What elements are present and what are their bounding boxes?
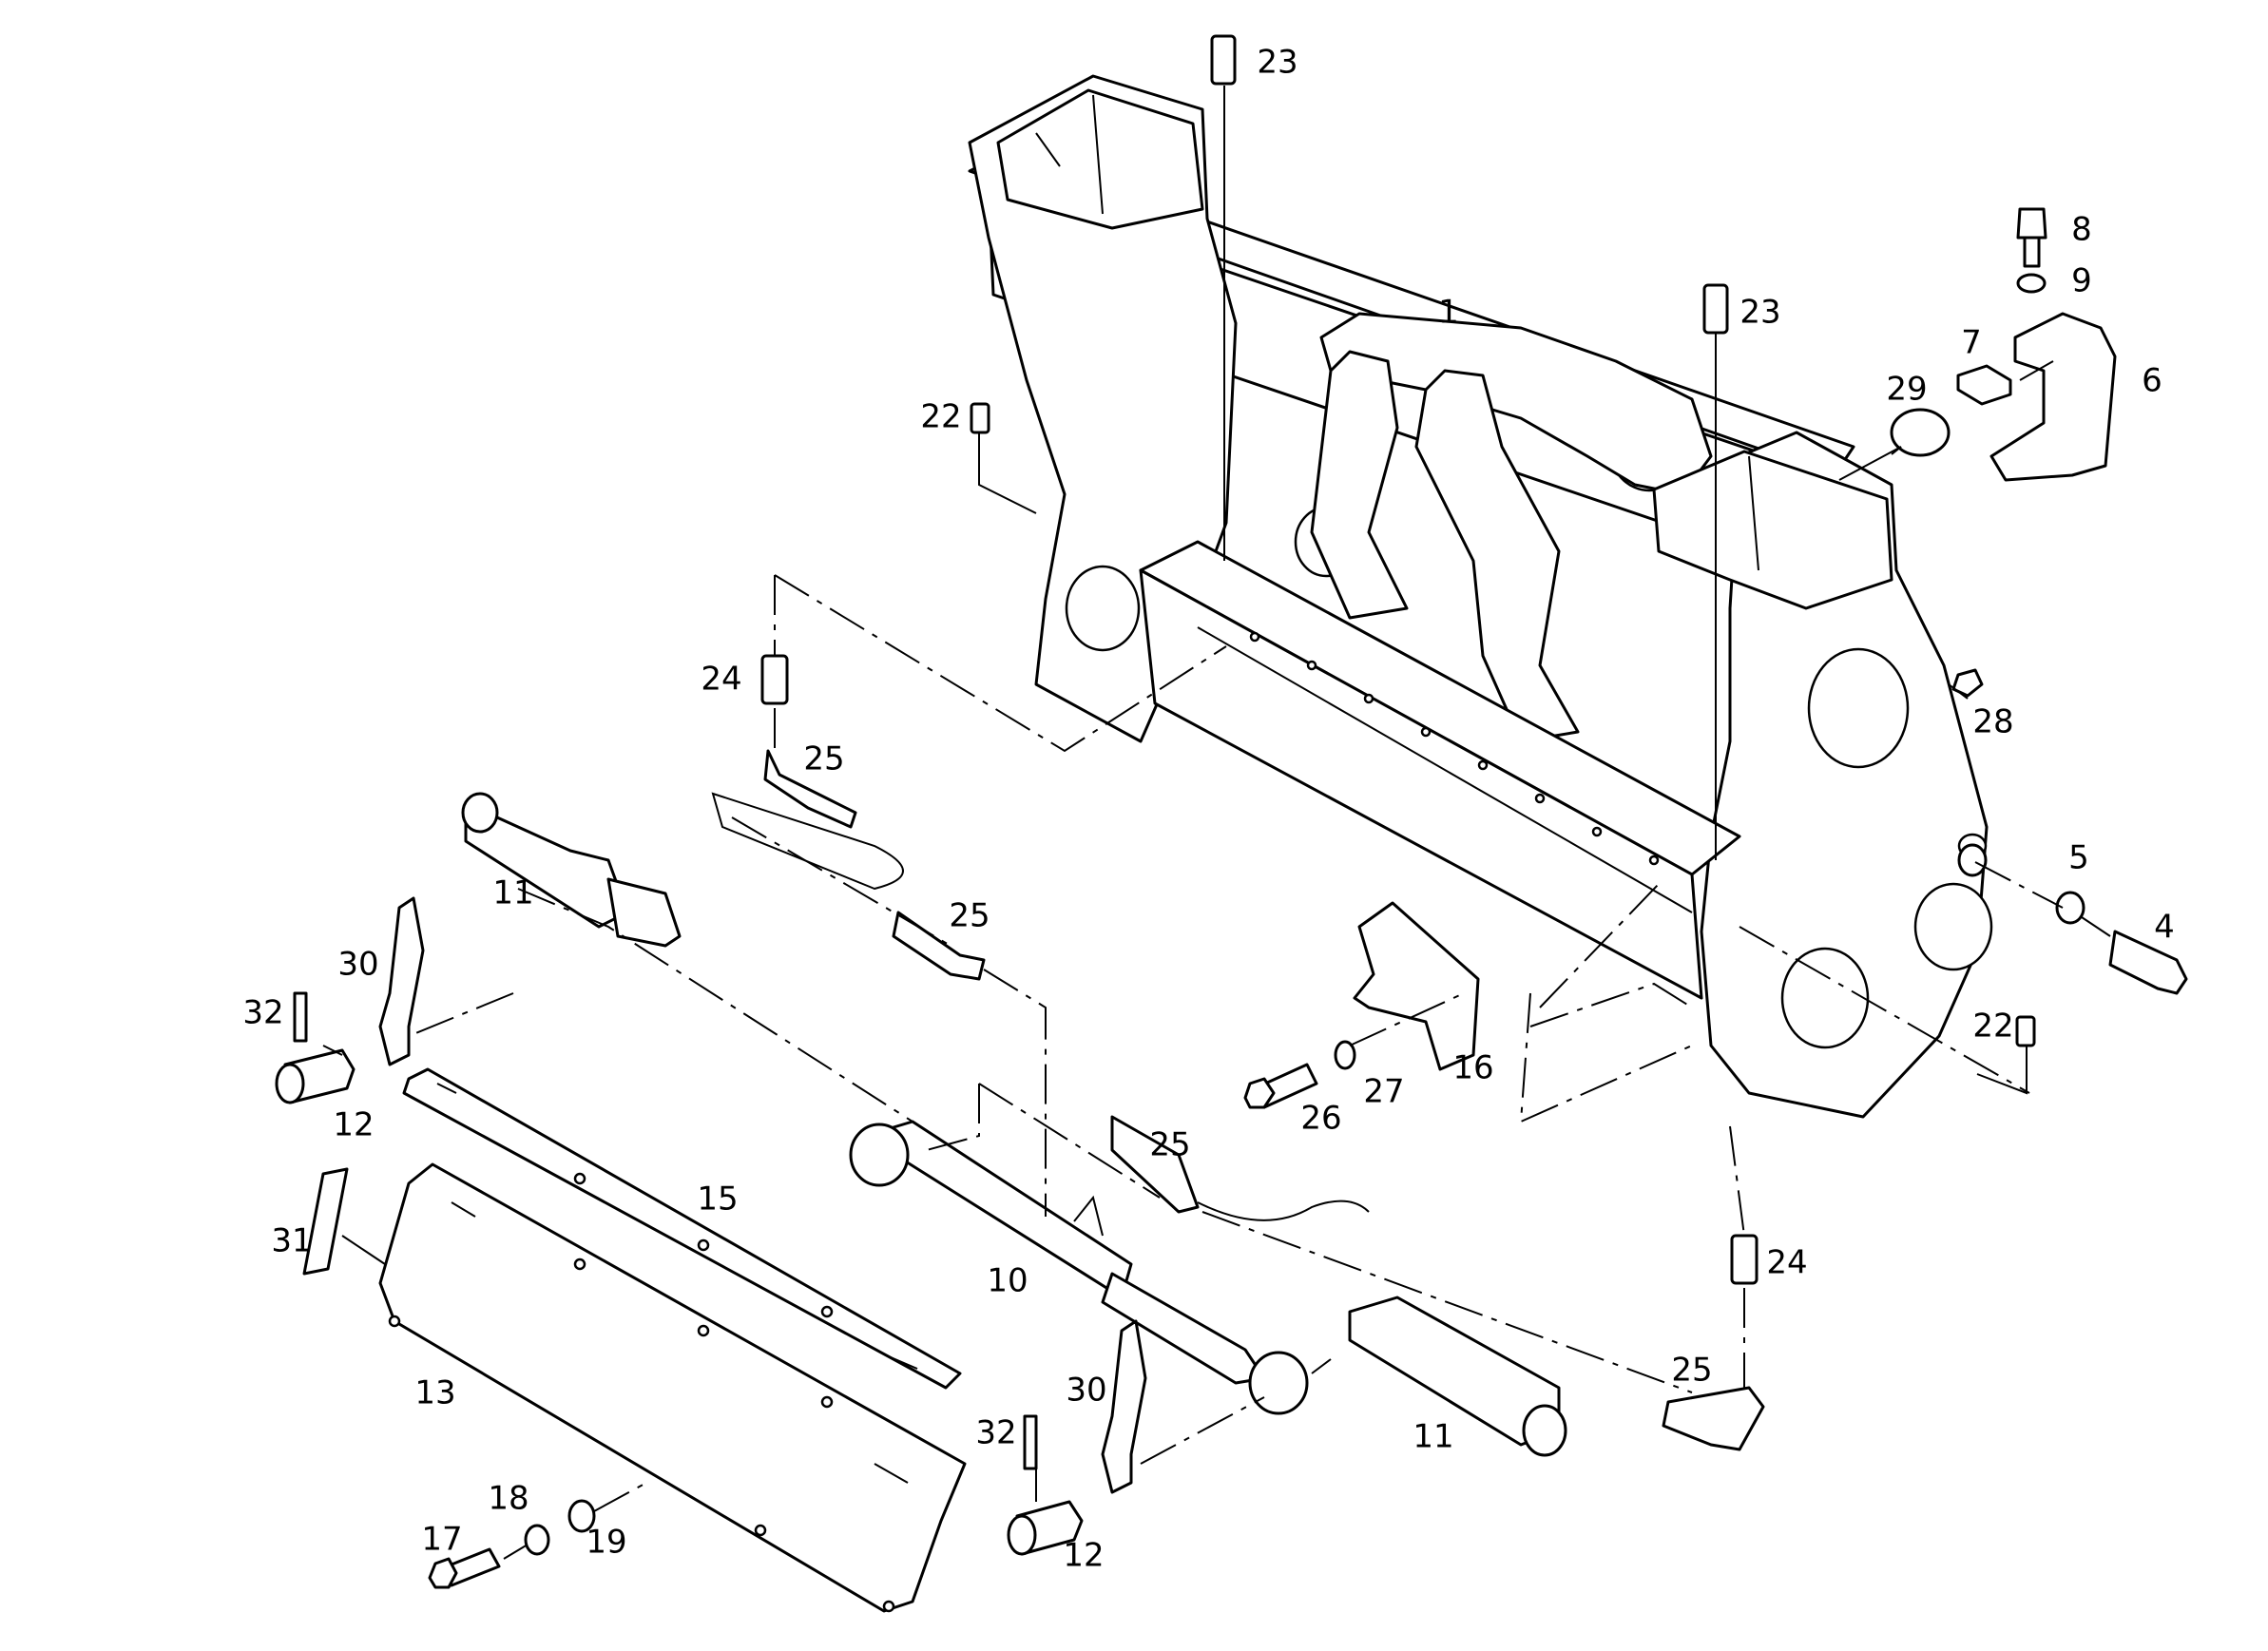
callout-26: 26	[1300, 1100, 1341, 1138]
callout-19: 19	[586, 1524, 626, 1562]
callout-8: 8	[2071, 211, 2092, 249]
locking-bracket-group	[1890, 207, 2117, 482]
callout-18: 18	[488, 1480, 529, 1518]
bracket-16	[1353, 901, 1480, 1071]
callout-12a: 12	[333, 1106, 374, 1144]
callout-25b: 25	[949, 897, 990, 935]
fittings	[760, 34, 2188, 1285]
cover-plates	[302, 901, 1480, 1613]
bar-31	[302, 1167, 349, 1276]
plate-holes	[388, 1172, 895, 1613]
hose-25b	[892, 911, 986, 981]
callout-4: 4	[2154, 909, 2175, 947]
plate-13	[378, 1162, 967, 1613]
callout-11b: 11	[1413, 1418, 1453, 1456]
washer-27	[1334, 1040, 1356, 1070]
callout-29: 29	[1886, 371, 1927, 409]
washer-5a	[1957, 843, 1988, 877]
callout-16: 16	[1452, 1049, 1493, 1087]
callout-1: 1	[1438, 294, 1459, 332]
callout-22a: 22	[920, 398, 961, 436]
callout-9: 9	[2071, 262, 2092, 300]
callout-10: 10	[987, 1262, 1028, 1300]
callout-27: 27	[1363, 1073, 1404, 1111]
leader-lines	[322, 86, 2111, 1560]
callout-11a: 11	[492, 874, 533, 912]
strip-15	[402, 1067, 962, 1390]
pin-32b	[1023, 1414, 1038, 1470]
washer-19	[567, 1499, 596, 1533]
callout-24b: 24	[1766, 1244, 1807, 1282]
callout-28: 28	[1972, 703, 2013, 741]
callout-22b: 22	[1972, 1008, 2013, 1046]
washer-18	[524, 1524, 550, 1556]
grease-nipple-22a	[970, 402, 990, 434]
block-7	[1956, 364, 2012, 406]
callout-12b: 12	[1063, 1537, 1104, 1575]
channel-holes	[1249, 631, 1660, 866]
fitting-24b	[1730, 1234, 1759, 1285]
fitting-23b	[1702, 283, 1729, 335]
pad-29	[1890, 408, 1951, 457]
hose-25d	[1662, 1386, 1765, 1451]
hose-25a	[763, 749, 857, 829]
callout-labels: 23 23 1 8 9 7 6 29 22 24 25 28 5 4 11 25…	[242, 44, 2174, 1575]
callout-5: 5	[2068, 839, 2089, 877]
right-pin-assembly	[1007, 1296, 1567, 1556]
callout-7: 7	[1961, 324, 1982, 362]
callout-30b: 30	[1066, 1372, 1106, 1410]
small-hardware	[428, 1040, 1356, 1589]
callout-13: 13	[414, 1374, 455, 1412]
bolt-4	[2108, 930, 2188, 995]
pin-32a	[293, 991, 308, 1043]
left-pin-assembly	[275, 792, 682, 1104]
callout-32a: 32	[242, 994, 283, 1032]
grease-nipple-22b	[2015, 1015, 2036, 1047]
fitting-23a	[1210, 34, 1237, 86]
washer-5b	[2055, 891, 2085, 925]
callout-23a: 23	[1257, 44, 1297, 82]
callout-25d: 25	[1671, 1352, 1712, 1390]
hose-25c	[1110, 1115, 1200, 1214]
lever-30b	[1101, 1319, 1147, 1494]
main-frame	[968, 74, 1993, 1119]
lever-30a	[378, 896, 425, 1066]
hoses	[711, 749, 1765, 1451]
nut-28	[1951, 668, 1984, 698]
callout-17: 17	[421, 1521, 462, 1559]
washer-9	[2016, 273, 2047, 294]
callout-15: 15	[697, 1181, 738, 1219]
callout-32b: 32	[975, 1414, 1016, 1452]
callout-25c: 25	[1149, 1126, 1190, 1164]
hydraulic-cylinder-10	[849, 1120, 1309, 1415]
callout-30a: 30	[337, 946, 378, 984]
callout-23b: 23	[1739, 294, 1780, 332]
callout-25a: 25	[803, 740, 844, 778]
callout-6: 6	[2142, 362, 2162, 400]
bracket-6	[1989, 312, 2117, 482]
fitting-24a	[760, 654, 789, 705]
callout-31: 31	[271, 1222, 312, 1260]
callout-24a: 24	[701, 661, 741, 699]
bolt-8	[2016, 207, 2047, 268]
